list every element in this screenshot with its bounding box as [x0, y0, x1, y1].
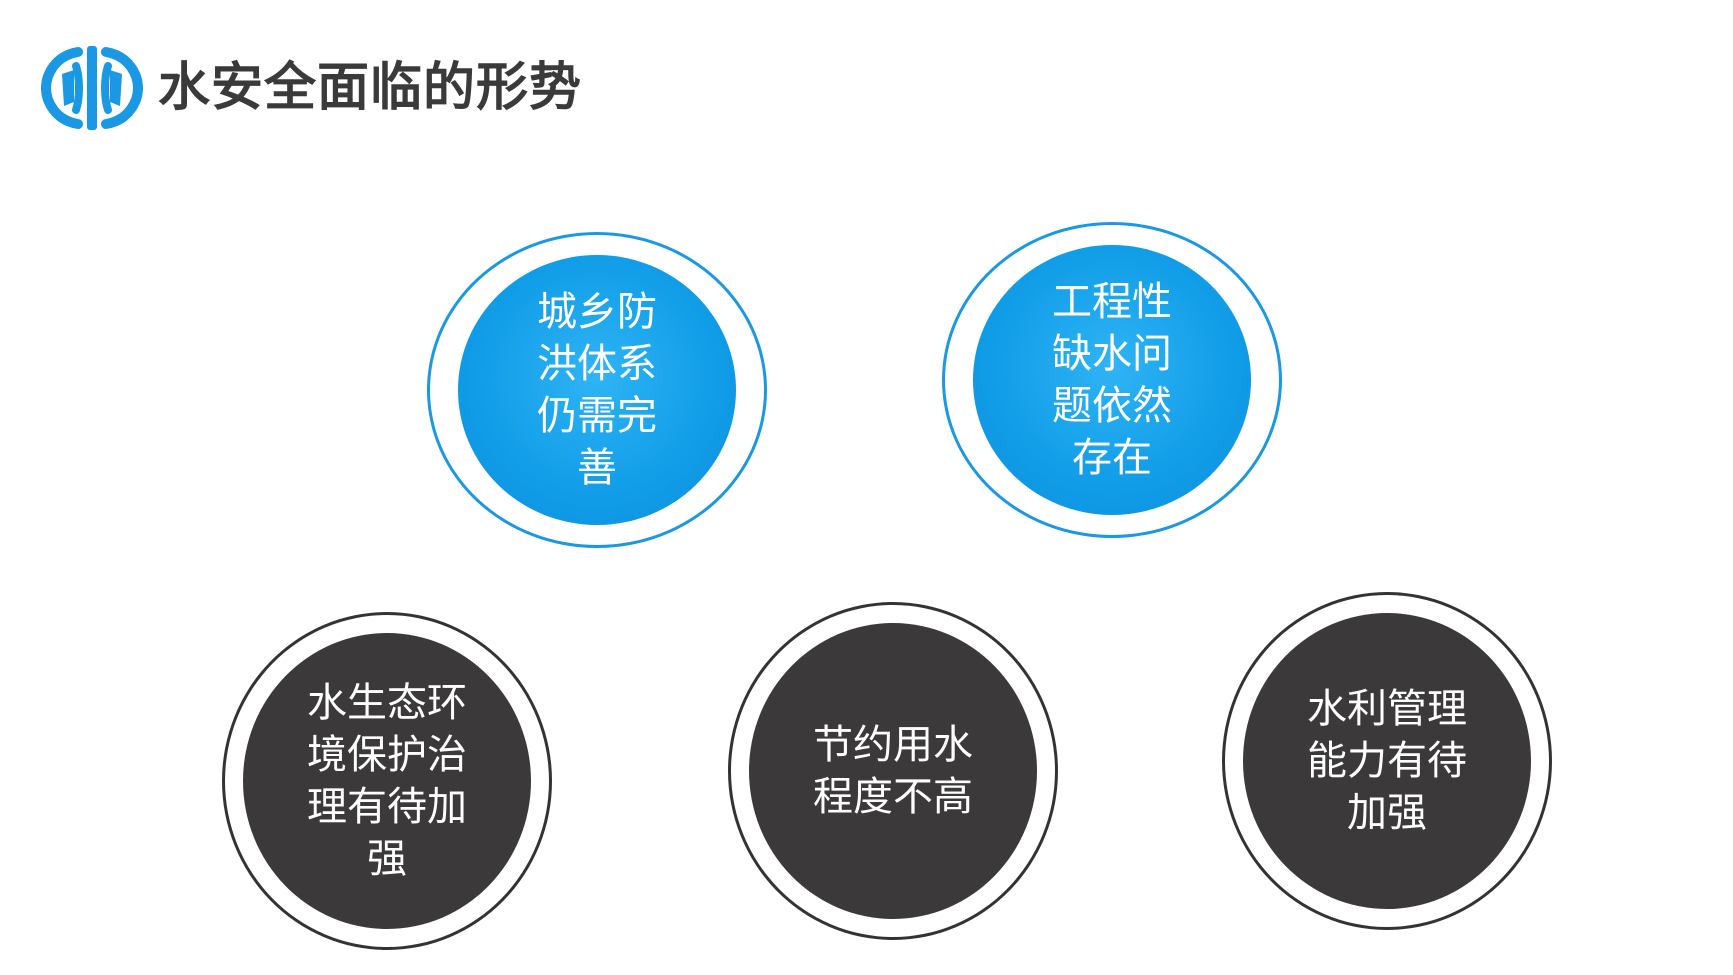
issue-text: 城乡防 洪体系 仍需完 善: [537, 289, 657, 491]
issue-circle-water-shortage: 工程性 缺水问 题依然 存在: [942, 222, 1282, 538]
issue-circle-ecology: 水生态环 境保护治 理有待加 强: [222, 612, 552, 950]
issue-text: 水利管理 能力有待 加强: [1307, 686, 1467, 836]
page-header: 水安全面临的形势: [40, 38, 582, 138]
issue-text: 工程性 缺水问 题依然 存在: [1052, 279, 1172, 481]
issue-circle-inner: 水生态环 境保护治 理有待加 强: [243, 633, 531, 929]
issue-circle-inner: 工程性 缺水问 题依然 存在: [973, 245, 1251, 515]
issue-text: 水生态环 境保护治 理有待加 强: [307, 680, 467, 882]
issue-circle-flood-control: 城乡防 洪体系 仍需完 善: [427, 232, 767, 548]
page-title: 水安全面临的形势: [158, 58, 583, 118]
water-logo-icon: [40, 46, 144, 130]
issue-text: 节约用水 程度不高: [813, 722, 973, 820]
issue-circle-inner: 城乡防 洪体系 仍需完 善: [458, 255, 736, 525]
issue-circle-inner: 节约用水 程度不高: [749, 623, 1037, 919]
issue-circle-management: 水利管理 能力有待 加强: [1222, 592, 1552, 930]
issue-circle-inner: 水利管理 能力有待 加强: [1243, 613, 1531, 909]
issue-circle-water-saving: 节约用水 程度不高: [728, 602, 1058, 940]
